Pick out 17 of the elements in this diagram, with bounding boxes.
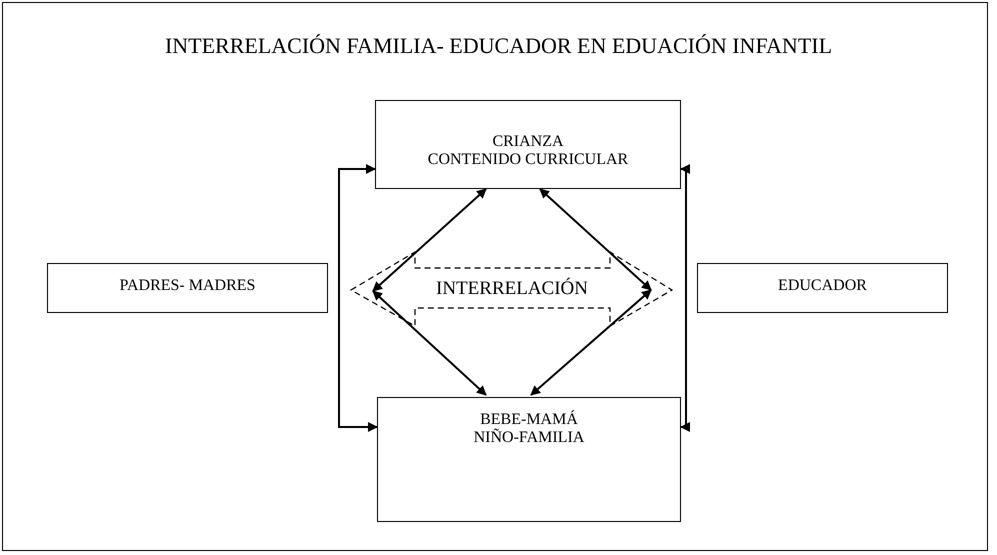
process-box [697, 263, 948, 313]
process-box [47, 263, 328, 313]
diagram-title: INTERRELACIÓN FAMILIA- EDUCADOR EN EDUACIÓN INFANTIL [164, 33, 834, 59]
double-arrow [338, 164, 378, 432]
double-arrow [680, 164, 690, 432]
process-box [375, 100, 681, 189]
node-label: CONTENIDO CURRICULAR [426, 151, 630, 169]
double-arrow [372, 290, 487, 396]
node-label: BEBE-MAMÁ [479, 411, 579, 428]
node-label: NIÑO-FAMILIA [472, 429, 586, 447]
node-label: CRIANZA [491, 133, 565, 151]
node-label: EDUCADOR [777, 277, 868, 295]
double-arrow [530, 289, 652, 396]
node-label: PADRES- MADRES [118, 277, 256, 295]
process-box [377, 397, 681, 522]
double-arrow [372, 188, 487, 292]
double-arrow [539, 188, 652, 291]
